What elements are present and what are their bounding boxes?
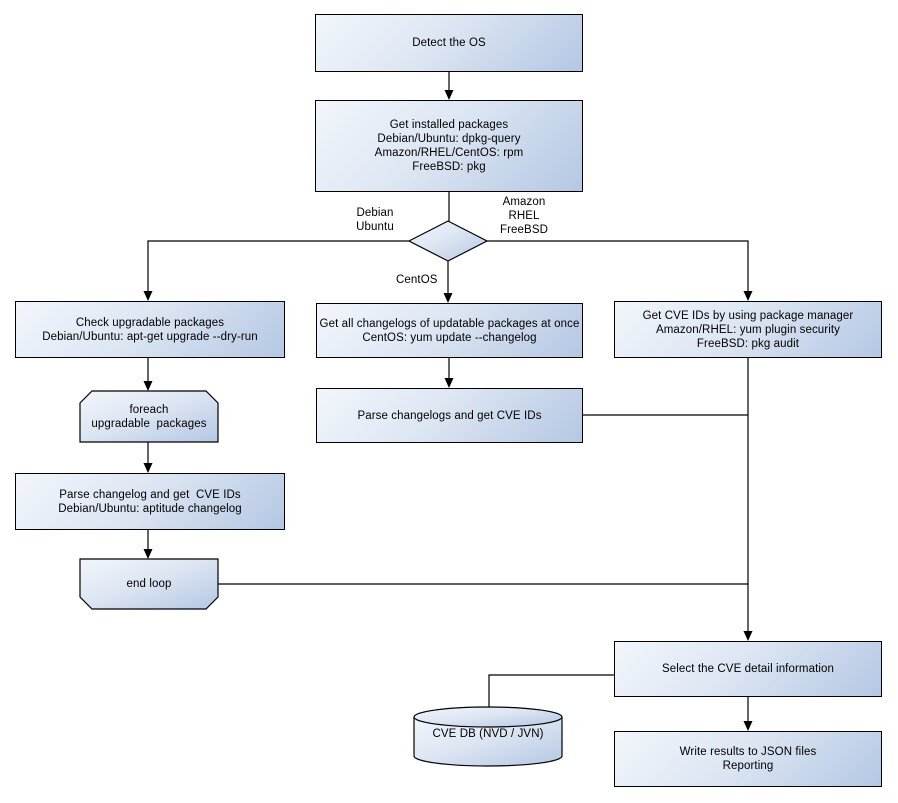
arrowhead <box>444 378 454 388</box>
os-decision-diamond <box>407 220 489 262</box>
cve-db-cylinder-body <box>413 717 563 767</box>
arrowhead <box>143 463 153 473</box>
node-check-upgradable-packages: Check upgradable packages Debian/Ubuntu:… <box>15 301 285 358</box>
edge-label-amazon-rhel-freebsd: Amazon RHEL FreeBSD <box>500 196 548 236</box>
node-get-all-changelogs: Get all changelogs of updatable packages… <box>316 303 583 358</box>
arrowhead <box>743 631 753 641</box>
arrowhead <box>143 381 153 391</box>
node-get-installed-packages: Get installed packages Debian/Ubuntu: dp… <box>315 100 583 192</box>
edge-decision-to-get-cve-ids <box>487 240 749 292</box>
foreach-loop-shape <box>79 390 219 443</box>
arrowhead <box>443 293 453 303</box>
cve-db-cylinder-top <box>413 706 563 728</box>
node-write-results: Write results to JSON files Reporting <box>614 731 882 787</box>
arrowhead <box>143 291 153 301</box>
node-parse-changelogs-mid: Parse changelogs and get CVE IDs <box>316 388 583 443</box>
node-get-cve-ids-by-package-manager: Get CVE IDs by using package manager Ama… <box>614 301 882 358</box>
node-parse-changelog-left: Parse changelog and get CVE IDs Debian/U… <box>15 473 285 530</box>
edge-decision-to-check-upgradable <box>147 240 409 292</box>
arrowhead <box>743 721 753 731</box>
node-detect-os: Detect the OS <box>315 14 583 72</box>
end-loop-shape <box>79 558 219 610</box>
edge-cvedb-to-select <box>488 674 614 707</box>
arrowhead <box>743 291 753 301</box>
arrowhead <box>143 549 153 559</box>
edge-label-centos: CentOS <box>396 274 438 286</box>
edge-label-debian-ubuntu: Debian Ubuntu <box>356 207 394 233</box>
arrowhead <box>444 90 454 100</box>
node-select-cve-detail: Select the CVE detail information <box>614 641 882 697</box>
